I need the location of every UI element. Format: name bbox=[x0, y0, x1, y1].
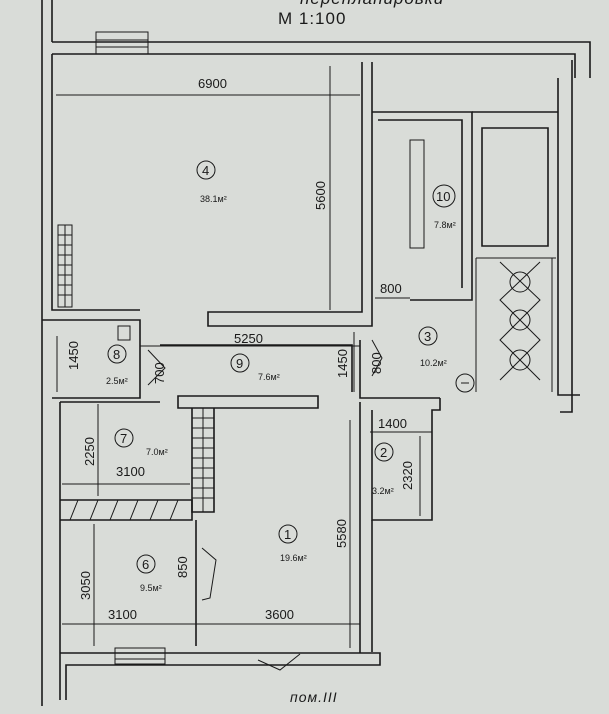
dim-2250: 2250 bbox=[82, 437, 97, 466]
room-area-9: 7.6м² bbox=[258, 372, 280, 382]
room-label-9: 9 7.6м² bbox=[230, 353, 280, 382]
dim-5250: 5250 bbox=[234, 331, 263, 346]
room-label-8: 8 2.5м² bbox=[106, 344, 128, 386]
scale-label: М 1:100 bbox=[278, 9, 346, 28]
dim-700: 700 bbox=[152, 362, 167, 384]
dimension-lines bbox=[56, 66, 432, 648]
room-area-2: 3.2м² bbox=[372, 486, 394, 496]
room-10-walls bbox=[372, 111, 558, 393]
dim-3100-lower: 3100 bbox=[108, 607, 137, 622]
room-label-2: 2 3.2м² bbox=[372, 442, 394, 496]
room-1-6-7-walls bbox=[59, 398, 441, 653]
room-area-3: 10.2м² bbox=[420, 358, 447, 368]
room-number-7: 7 bbox=[120, 431, 127, 446]
dim-800: 800 bbox=[380, 281, 402, 296]
room-area-6: 9.5м² bbox=[140, 583, 162, 593]
room-8-9-walls bbox=[42, 319, 440, 409]
dim-3050: 3050 bbox=[78, 571, 93, 600]
room-number-3: 3 bbox=[424, 329, 431, 344]
room-label-1: 1 19.6м² bbox=[278, 524, 307, 563]
dim-6900: 6900 bbox=[198, 76, 227, 91]
dim-2320: 2320 bbox=[400, 461, 415, 490]
dim-800-vertical: 800 bbox=[369, 352, 384, 374]
dim-3100-upper: 3100 bbox=[116, 464, 145, 479]
room-number-1: 1 bbox=[284, 527, 291, 542]
room-4-walls bbox=[51, 54, 373, 327]
room-number-10: 10 bbox=[436, 189, 450, 204]
room-number-2: 2 bbox=[380, 445, 387, 460]
room-area-4: 38.1м² bbox=[200, 194, 227, 204]
dim-1450-left: 1450 bbox=[66, 341, 81, 370]
dim-5600: 5600 bbox=[313, 181, 328, 210]
header-title-cut: перепланировки bbox=[300, 0, 444, 8]
room-number-8: 8 bbox=[113, 347, 120, 362]
dim-5580: 5580 bbox=[334, 519, 349, 548]
room-area-7: 7.0м² bbox=[146, 447, 168, 457]
room-number-4: 4 bbox=[202, 163, 209, 178]
room-area-8: 2.5м² bbox=[106, 376, 128, 386]
room-area-1: 19.6м² bbox=[280, 553, 307, 563]
room-label-4: 4 38.1м² bbox=[196, 160, 227, 204]
dim-850: 850 bbox=[175, 556, 190, 578]
room-number-9: 9 bbox=[236, 356, 243, 371]
room-label-6: 6 9.5м² bbox=[136, 554, 162, 593]
room-label-3: 3 10.2м² bbox=[418, 326, 447, 368]
outer-walls bbox=[41, 0, 591, 706]
room-number-6: 6 bbox=[142, 557, 149, 572]
footer-label: пом.III bbox=[290, 689, 338, 705]
room-area-10: 7.8м² bbox=[434, 220, 456, 230]
room-label-7: 7 7.0м² bbox=[114, 428, 168, 457]
dim-3600: 3600 bbox=[265, 607, 294, 622]
room-label-10: 10 7.8м² bbox=[432, 184, 456, 230]
dim-1450-right: 1450 bbox=[335, 349, 350, 378]
dim-1400: 1400 bbox=[378, 416, 407, 431]
